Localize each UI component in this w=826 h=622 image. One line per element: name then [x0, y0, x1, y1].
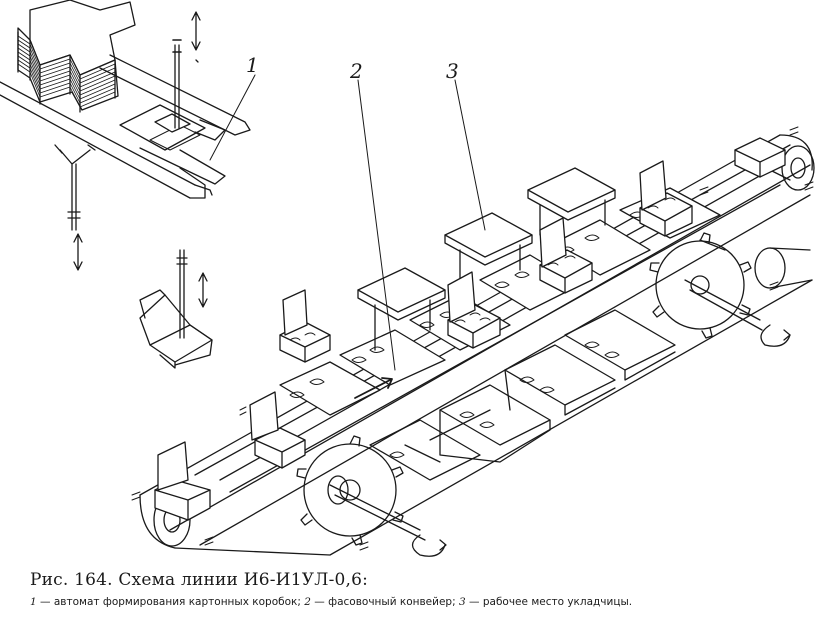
- callout-2: 2: [349, 59, 363, 83]
- callout-3: 3: [446, 59, 459, 83]
- shaft: [327, 239, 763, 541]
- end-roller-right: [754, 145, 815, 289]
- carton-box: [279, 289, 331, 363]
- legend-text: — рабочее место укладчицы.: [469, 596, 633, 608]
- caption-title: Рис. 164. Схема линии И6-И1УЛ-0,6:: [30, 570, 369, 590]
- sprocket-wheel: [296, 435, 404, 546]
- lower-tray: [429, 384, 551, 463]
- legend-number: 3: [458, 596, 466, 608]
- rotation-arrow-icon: [411, 534, 447, 557]
- carton-box: [734, 137, 786, 178]
- sprocket-wheel: [649, 232, 752, 339]
- press-rod: [172, 11, 201, 129]
- carton-blank-stack: [17, 0, 136, 113]
- conveyor-line-diagram: 1 2 3: [0, 0, 815, 557]
- legend-number: 2: [304, 596, 311, 608]
- belt-direction-arrow-icon: [354, 377, 393, 399]
- double-arrow-icon: [191, 11, 201, 51]
- callout-1: 1: [246, 53, 259, 77]
- forming-die: [119, 104, 226, 151]
- open-carton: [139, 249, 213, 369]
- lower-tray: [504, 344, 616, 416]
- packer-workstation: [527, 167, 616, 236]
- carton-box: [249, 391, 306, 469]
- legend-number: 1: [30, 596, 37, 608]
- caption-legend: 1 — автомат формирования картонных короб…: [30, 596, 820, 608]
- guide-rails: [0, 54, 251, 199]
- double-arrow-icon: [73, 233, 83, 271]
- carton-box: [154, 441, 211, 521]
- carton-box: [447, 271, 501, 349]
- lower-tray: [564, 309, 676, 381]
- lever-mechanism: [54, 144, 96, 271]
- packer-workstation: [357, 267, 446, 351]
- leader-lines: [209, 74, 486, 371]
- figure-caption: Рис. 164. Схема линии И6-И1УЛ-0,6: 1 — а…: [30, 570, 820, 608]
- legend-text: — автомат формирования картонных коробок…: [40, 596, 301, 608]
- box-forming-machine: [0, 0, 251, 369]
- double-arrow-icon: [198, 272, 208, 308]
- carton-box: [539, 217, 593, 294]
- rotation-arrow-icon: [760, 324, 791, 347]
- carton-box: [639, 160, 693, 237]
- packer-workstation: [444, 212, 533, 286]
- lower-tray: [369, 419, 481, 481]
- legend-text: — фасовочный конвейер;: [314, 596, 456, 608]
